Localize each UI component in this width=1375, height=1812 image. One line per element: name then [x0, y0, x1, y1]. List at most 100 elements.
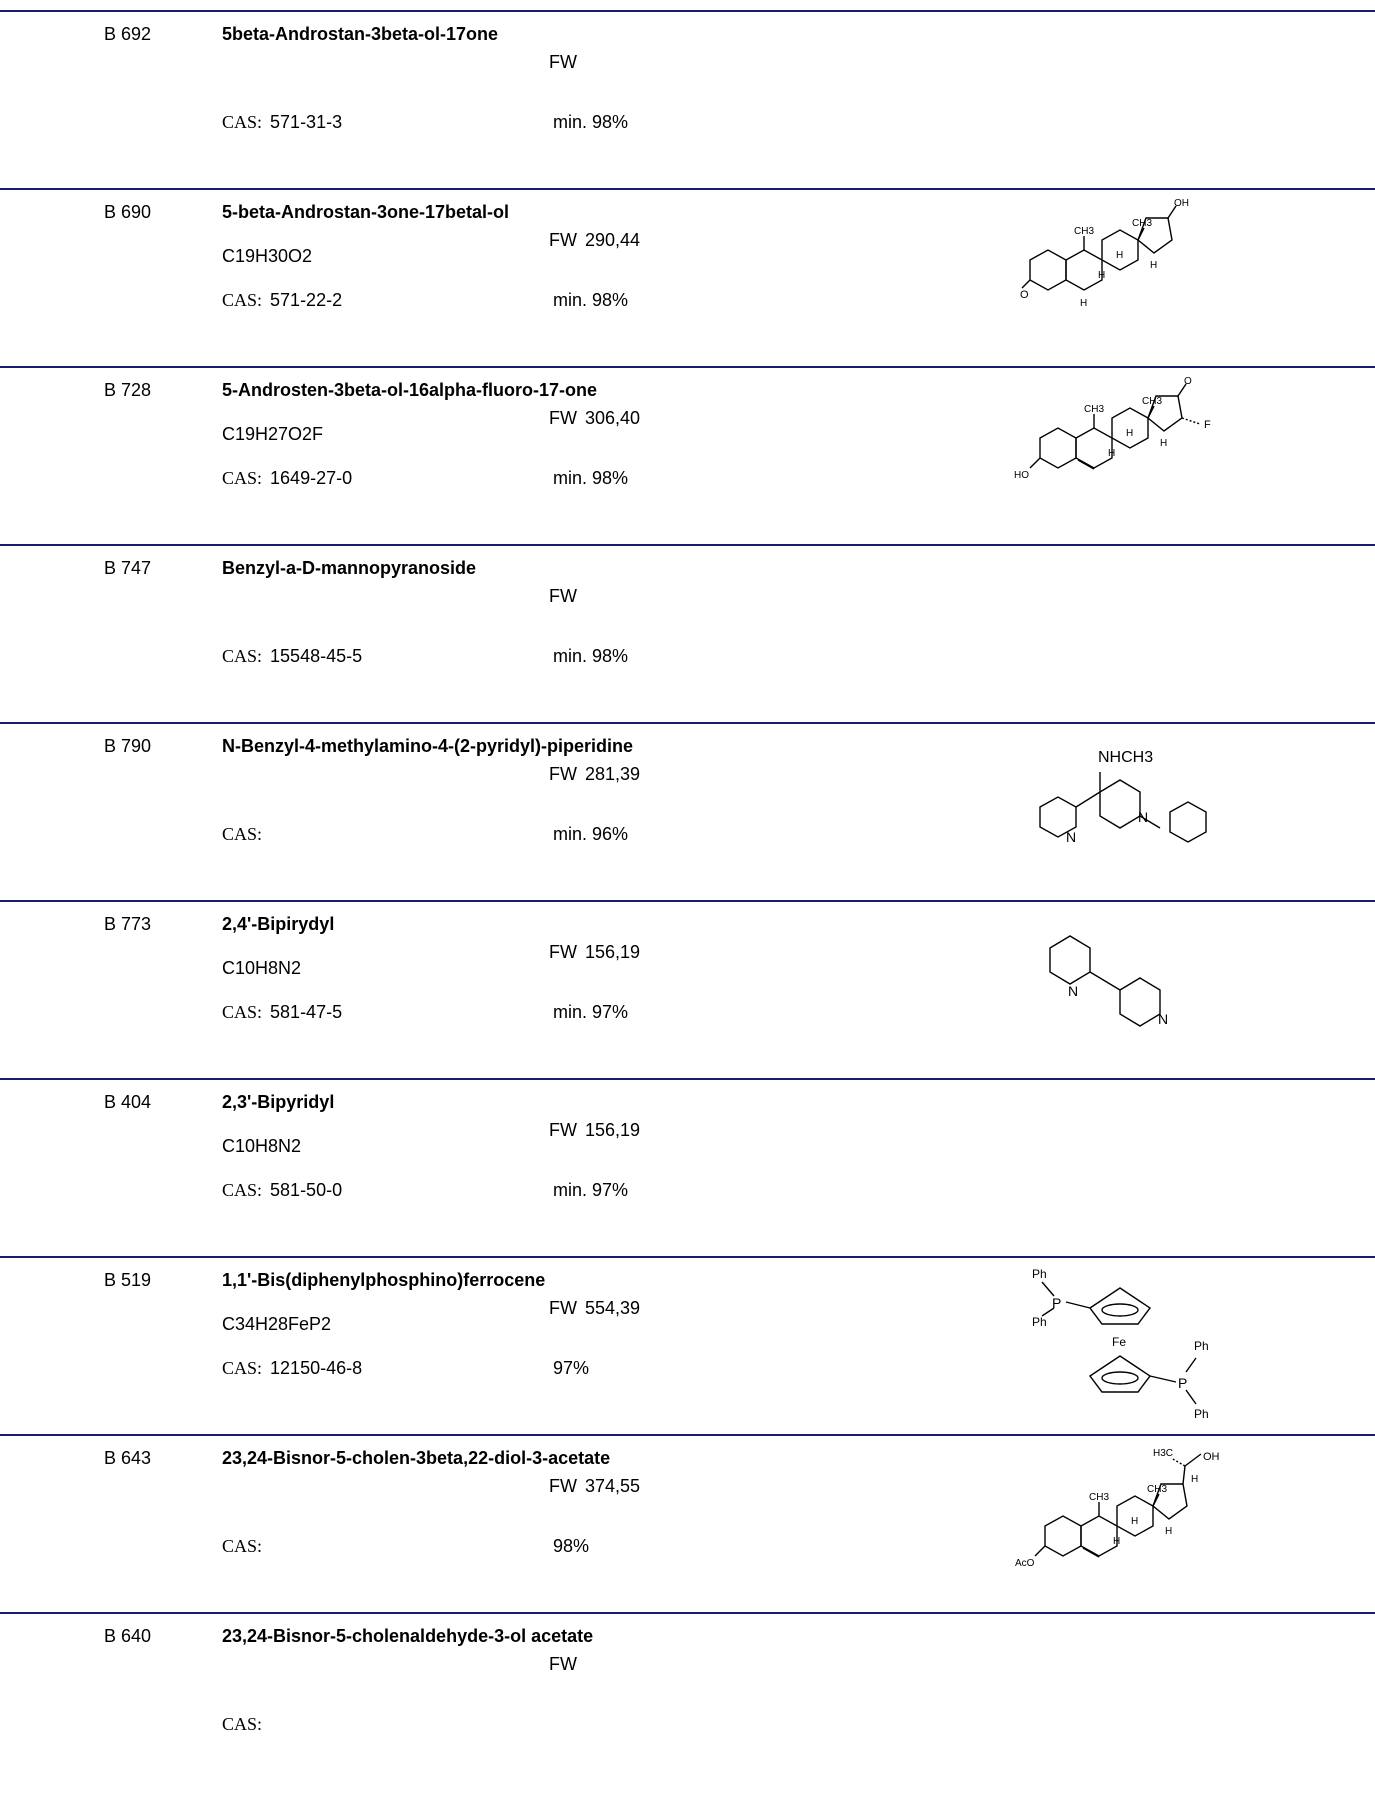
svg-text:Ph: Ph: [1032, 1315, 1047, 1329]
svg-text:N: N: [1066, 829, 1076, 845]
product-name: 5-beta-Androstan-3one-17betal-ol: [222, 202, 510, 222]
entry-divider: [0, 722, 1375, 724]
svg-text:OH: OH: [1203, 1451, 1220, 1463]
product-name: Benzyl-a-D-mannopyranoside: [222, 558, 477, 578]
purity: 97%: [553, 1358, 590, 1378]
product-name: 5-Androsten-3beta-ol-16alpha-fluoro-17-o…: [222, 380, 598, 400]
svg-text:CH3: CH3: [1132, 218, 1152, 229]
molecular-formula: C19H30O2: [222, 246, 313, 266]
svg-text:CH3: CH3: [1089, 1492, 1109, 1503]
product-code: B 747: [104, 558, 152, 578]
molecular-formula: C34H28FeP2: [222, 1314, 332, 1334]
svg-text:H: H: [1150, 260, 1157, 271]
svg-text:Ph: Ph: [1032, 1267, 1047, 1281]
svg-text:Ph: Ph: [1194, 1339, 1209, 1353]
svg-text:H: H: [1160, 438, 1167, 449]
catalog-entry-b728: B 728 5-Androsten-3beta-ol-16alpha-fluor…: [0, 366, 1375, 546]
catalog-entry-b519: B 519 1,1'-Bis(diphenylphosphino)ferroce…: [0, 1256, 1375, 1436]
svg-text:CH3: CH3: [1142, 396, 1162, 407]
molecular-formula: C10H8N2: [222, 958, 302, 978]
cas-number: CAS:: [222, 1714, 263, 1734]
product-code: B 692: [104, 24, 152, 44]
svg-text:H: H: [1098, 270, 1105, 281]
cas-number: CAS:15548-45-5: [222, 646, 363, 666]
product-code: B 790: [104, 736, 152, 756]
catalog-entry-b747: B 747 Benzyl-a-D-mannopyranoside FW CAS:…: [0, 544, 1375, 724]
product-code: B 404: [104, 1092, 152, 1112]
purity: 98%: [553, 1536, 590, 1556]
svg-text:NHCH3: NHCH3: [1098, 749, 1153, 766]
entry-divider: [0, 544, 1375, 546]
entry-divider: [0, 1612, 1375, 1614]
formula-weight: FW: [549, 586, 577, 606]
svg-text:AcO: AcO: [1015, 1558, 1035, 1569]
cas-number: CAS:12150-46-8: [222, 1358, 363, 1378]
product-name: 23,24-Bisnor-5-cholen-3beta,22-diol-3-ac…: [222, 1448, 611, 1468]
formula-weight: FW: [549, 52, 577, 72]
svg-text:N: N: [1068, 983, 1078, 999]
catalog-entry-b690: B 690 5-beta-Androstan-3one-17betal-ol C…: [0, 188, 1375, 368]
svg-text:O: O: [1184, 376, 1192, 387]
catalog-entry-b643: B 643 23,24-Bisnor-5-cholen-3beta,22-dio…: [0, 1434, 1375, 1614]
catalog-entry-b692: B 692 5beta-Androstan-3beta-ol-17one FW …: [0, 10, 1375, 190]
svg-text:CH3: CH3: [1074, 226, 1094, 237]
cas-number: CAS:: [222, 824, 263, 844]
svg-text:OH: OH: [1174, 198, 1189, 209]
purity: min. 98%: [553, 646, 629, 666]
svg-text:H3C: H3C: [1153, 1448, 1173, 1459]
formula-weight: FW: [549, 1654, 577, 1674]
steroid-structure-image: O CH3 CH3 OH H H H H: [1020, 198, 1189, 309]
product-code: B 690: [104, 202, 152, 222]
bipyridyl-structure-image: N N: [1049, 935, 1168, 1027]
svg-text:H: H: [1116, 250, 1123, 261]
cas-number: CAS:1649-27-0: [222, 468, 353, 488]
svg-text:H: H: [1126, 428, 1133, 439]
svg-text:H: H: [1080, 298, 1087, 309]
product-name: 2,4'-Bipirydyl: [222, 914, 335, 934]
entry-divider: [0, 188, 1375, 190]
svg-text:H: H: [1191, 1474, 1198, 1485]
svg-text:CH3: CH3: [1084, 404, 1104, 415]
entry-divider: [0, 1078, 1375, 1080]
catalog-entry-b640: B 640 23,24-Bisnor-5-cholenaldehyde-3-ol…: [0, 1612, 1375, 1792]
svg-text:H: H: [1131, 1516, 1138, 1527]
steroid-structure-image: HO CH3 CH3 O F H H H: [1014, 376, 1211, 481]
svg-text:P: P: [1178, 1375, 1187, 1391]
entry-divider: [0, 1434, 1375, 1436]
cas-number: CAS:: [222, 1536, 263, 1556]
purity: min. 98%: [553, 112, 629, 132]
molecular-formula: C10H8N2: [222, 1136, 302, 1156]
svg-text:N: N: [1138, 809, 1148, 825]
entry-divider: [0, 1256, 1375, 1258]
product-name: N-Benzyl-4-methylamino-4-(2-pyridyl)-pip…: [222, 736, 634, 756]
entry-divider: [0, 366, 1375, 368]
cas-number: CAS:581-47-5: [222, 1002, 343, 1022]
cas-number: CAS:571-31-3: [222, 112, 343, 132]
product-name: 1,1'-Bis(diphenylphosphino)ferrocene: [222, 1270, 546, 1290]
product-code: B 643: [104, 1448, 152, 1468]
purity: min. 98%: [553, 290, 629, 310]
svg-text:P: P: [1052, 1295, 1061, 1311]
purity: min. 97%: [553, 1180, 629, 1200]
svg-text:Fe: Fe: [1112, 1335, 1126, 1349]
svg-text:CH3: CH3: [1147, 1484, 1167, 1495]
ferrocene-structure-image: Ph Ph P Fe P Ph Ph: [1032, 1267, 1209, 1421]
svg-text:Ph: Ph: [1194, 1407, 1209, 1421]
product-code: B 640: [104, 1626, 152, 1646]
purity: min. 98%: [553, 468, 629, 488]
catalog-entry-b790: B 790 N-Benzyl-4-methylamino-4-(2-pyridy…: [0, 722, 1375, 902]
svg-text:H: H: [1113, 1536, 1120, 1547]
product-name: 2,3'-Bipyridyl: [222, 1092, 335, 1112]
product-name: 23,24-Bisnor-5-cholenaldehyde-3-ol aceta…: [222, 1626, 594, 1646]
svg-text:H: H: [1108, 448, 1115, 459]
product-code: B 773: [104, 914, 152, 934]
product-name: 5beta-Androstan-3beta-ol-17one: [222, 24, 499, 44]
svg-text:H: H: [1165, 1526, 1172, 1537]
